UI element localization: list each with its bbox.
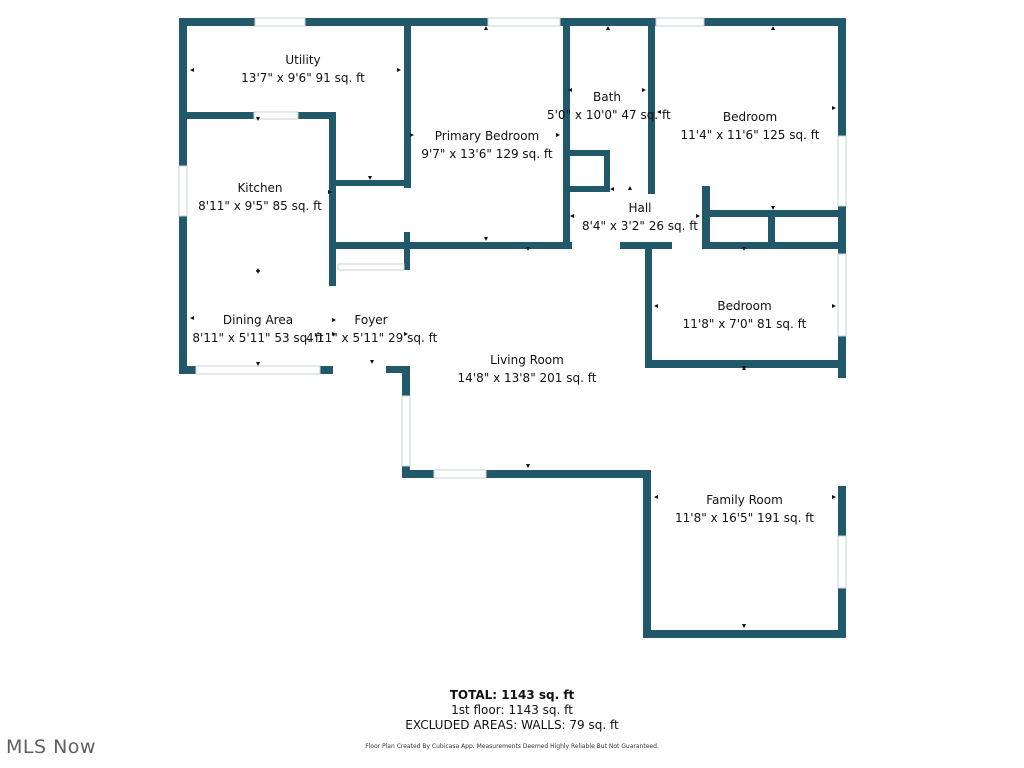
room-dimensions: 11'8" x 16'5" 191 sq. ft [675,511,814,525]
room-dimensions: 11'4" x 11'6" 125 sq. ft [680,128,820,142]
wall [604,150,610,192]
mls-now-watermark: MLS Now [6,736,96,758]
window [254,17,306,27]
window [337,263,405,271]
disclaimer: Floor Plan Created By Cubicasa App. Meas… [365,743,659,750]
room-name: Kitchen [237,181,283,195]
total-area: TOTAL: 1143 sq. ft [449,688,575,702]
window [195,365,321,375]
wall [563,26,570,249]
room-name: Dining Area [222,313,294,327]
room-dimensions: 5'0" x 10'0" 47 sq. ft [547,108,671,122]
windows [178,17,847,589]
window [655,17,705,27]
room-dimensions: 8'11" x 5'11" 53 sq. ft [192,331,324,345]
window [837,535,847,589]
wall [768,210,775,249]
window [253,111,299,120]
wall [336,180,411,186]
wall [702,242,846,249]
room-dimensions: 9'7" x 13'6" 129 sq. ft [421,147,553,161]
wall [570,150,610,156]
wall [336,242,572,249]
room-bedroom: Bedroom 11'8" x 7'0" 81 sq. ft [677,297,812,333]
excluded-area: EXCLUDED AREAS: WALLS: 79 sq. ft [405,718,619,732]
wall [329,112,336,286]
window [837,253,847,337]
room-dimensions: 4'11" x 5'11" 29 sq. ft [306,331,438,345]
wall [386,366,410,373]
window [401,395,411,467]
room-dimensions: 8'11" x 9'5" 85 sq. ft [198,199,322,213]
room-name: Foyer [354,313,388,327]
wall [648,26,655,194]
wall [404,26,411,188]
room-name: Bedroom [722,110,778,124]
window [487,17,561,27]
wall [645,360,846,368]
room-utility: Utility 13'7" x 9'6" 91 sq. ft [238,51,368,87]
room-living-room: Living Room 14'8" x 13'8" 201 sq. ft [452,351,602,387]
window [433,469,487,479]
room-name: Family Room [706,493,783,507]
room-name: Primary Bedroom [434,129,540,143]
floor-area: 1st floor: 1143 sq. ft [451,703,573,717]
room-dimensions: 8'4" x 3'2" 26 sq. ft [581,219,699,233]
room-foyer: Foyer 4'11" x 5'11" 29 sq. ft [306,311,438,347]
room-bedroom: Bedroom 11'4" x 11'6" 125 sq. ft [680,108,820,144]
wall [402,470,651,478]
room-dining-area: Dining Area 8'11" x 5'11" 53 sq. ft [192,311,324,347]
wall [702,186,710,249]
window [837,135,847,207]
wall [643,630,846,638]
area-summary: TOTAL: 1143 sq. ft 1st floor: 1143 sq. f… [312,688,712,733]
room-name: Utility [285,53,321,67]
room-dimensions: 13'7" x 9'6" 91 sq. ft [241,71,365,85]
room-name: Bath [593,90,621,104]
wall [404,232,410,270]
wall [570,186,610,192]
room-dimensions: 11'8" x 7'0" 81 sq. ft [682,317,807,331]
wall [645,242,652,368]
wall [643,470,651,638]
room-name: Hall [628,201,652,215]
room-bath: Bath 5'0" x 10'0" 47 sq. ft [547,88,671,124]
room-name: Bedroom [717,299,772,313]
wall-markers [190,26,836,628]
room-primary-bedroom: Primary Bedroom 9'7" x 13'6" 129 sq. ft [412,127,562,163]
room-name: Living Room [490,353,564,367]
room-hall: Hall 8'4" x 3'2" 26 sq. ft [575,199,705,235]
window [178,165,188,217]
room-dimensions: 14'8" x 13'8" 201 sq. ft [457,371,597,385]
room-kitchen: Kitchen 8'11" x 9'5" 85 sq. ft [195,179,325,215]
room-family-room: Family Room 11'8" x 16'5" 191 sq. ft [672,491,817,527]
